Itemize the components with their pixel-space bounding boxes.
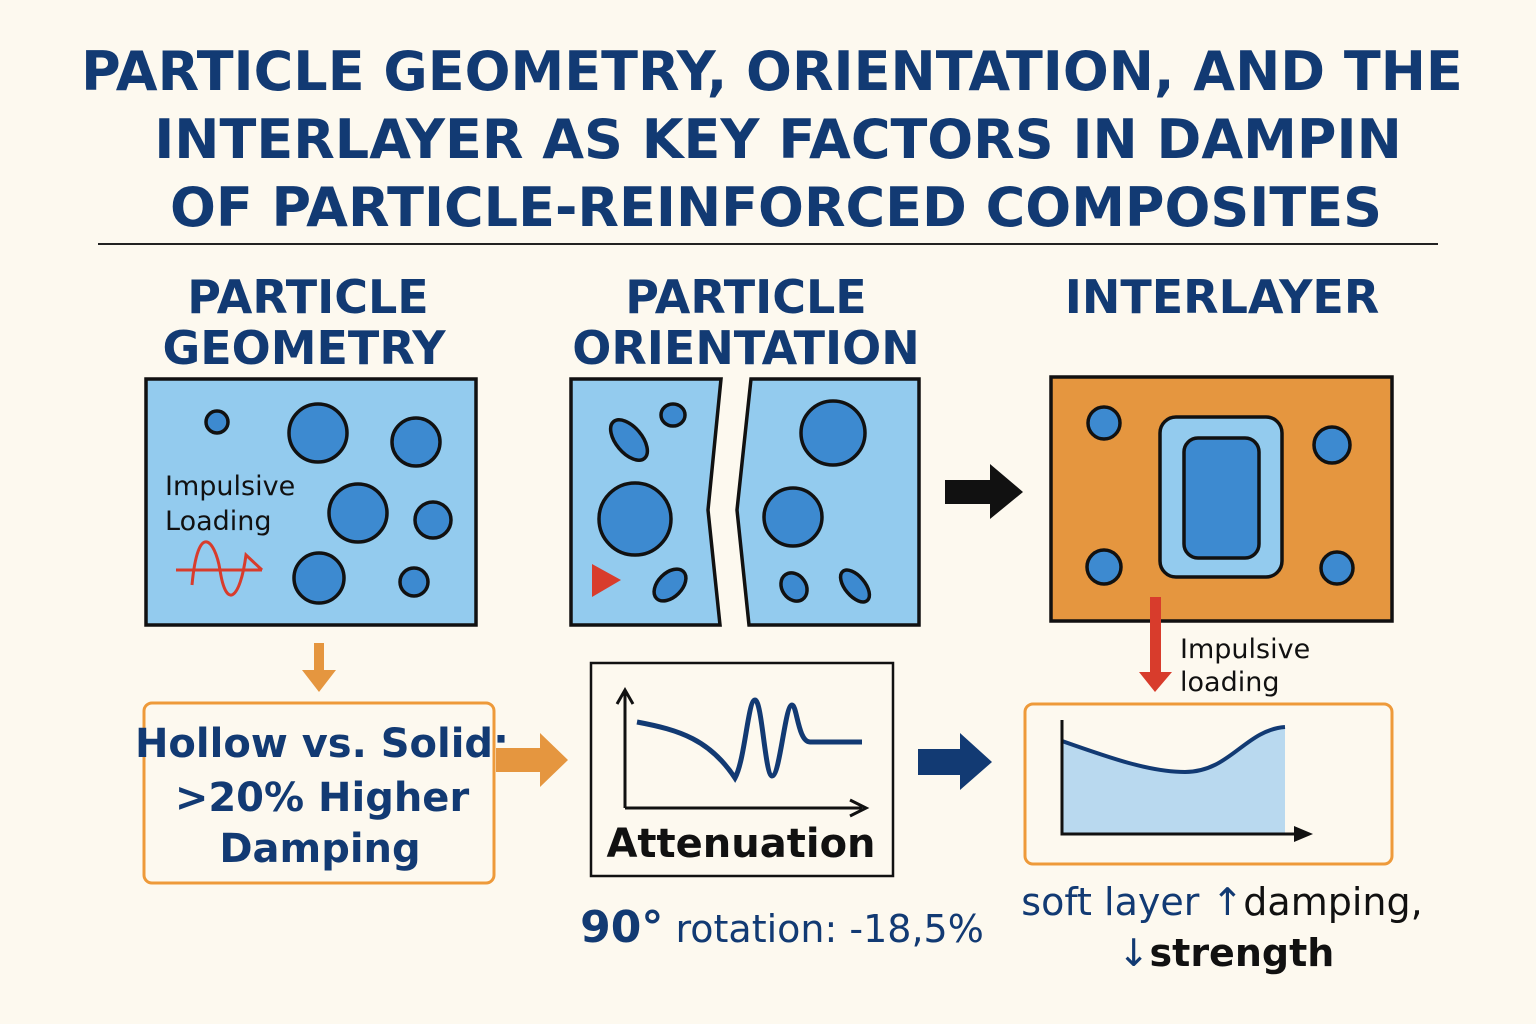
heading-geometry-1: PARTICLE: [187, 270, 428, 324]
strength-caption: ↓strength: [1118, 931, 1335, 975]
arrow-right-orange-icon: [496, 733, 568, 787]
title-line-3: OF PARTICLE-REINFORCED COMPOSITES: [170, 176, 1382, 239]
impulse-wave-icon: [176, 540, 264, 597]
hollow-solid-box: [142, 701, 496, 885]
arrow-right-navy-icon: [918, 733, 992, 790]
interlayer-label-1: Impulsive: [1180, 634, 1310, 665]
impulsive-loading-label-1: Impulsive: [165, 471, 295, 502]
triangle-particle: [592, 564, 621, 597]
attenuation-curve: [636, 697, 862, 783]
rotation-caption: 90° rotation: -18,5%: [580, 902, 984, 953]
heading-orientation-1: PARTICLE: [625, 270, 866, 324]
attenuation-box: Attenuation: [589, 661, 895, 878]
geometry-panel: Impulsive Loading: [144, 377, 478, 627]
hollow-line-2: >20% Higher: [175, 775, 470, 821]
heading-interlayer: INTERLAYER: [1065, 270, 1380, 324]
arrow-down-red-icon: [1139, 597, 1172, 692]
interlayer-panel: [1049, 375, 1394, 623]
interlayer-chart-box: [1023, 702, 1394, 866]
hollow-line-3: Damping: [219, 826, 420, 872]
title-line-1: PARTICLE GEOMETRY, ORIENTATION, AND THE: [81, 40, 1463, 103]
heading-orientation-2: ORIENTATION: [572, 321, 920, 375]
arrow-right-icon: [945, 464, 1023, 519]
heading-geometry-2: GEOMETRY: [162, 321, 446, 375]
attenuation-label: Attenuation: [606, 821, 875, 867]
arrow-down-orange-icon: [302, 643, 336, 692]
impulsive-loading-label-2: Loading: [165, 506, 272, 537]
hollow-line-1: Hollow vs. Solid:: [135, 721, 509, 767]
interlayer-label-2: loading: [1180, 667, 1279, 698]
title-line-2: INTERLAYER AS KEY FACTORS IN DAMPIN: [154, 108, 1402, 171]
soft-layer-caption: soft layer ↑damping,: [1021, 880, 1422, 924]
orientation-panel: [569, 377, 921, 627]
